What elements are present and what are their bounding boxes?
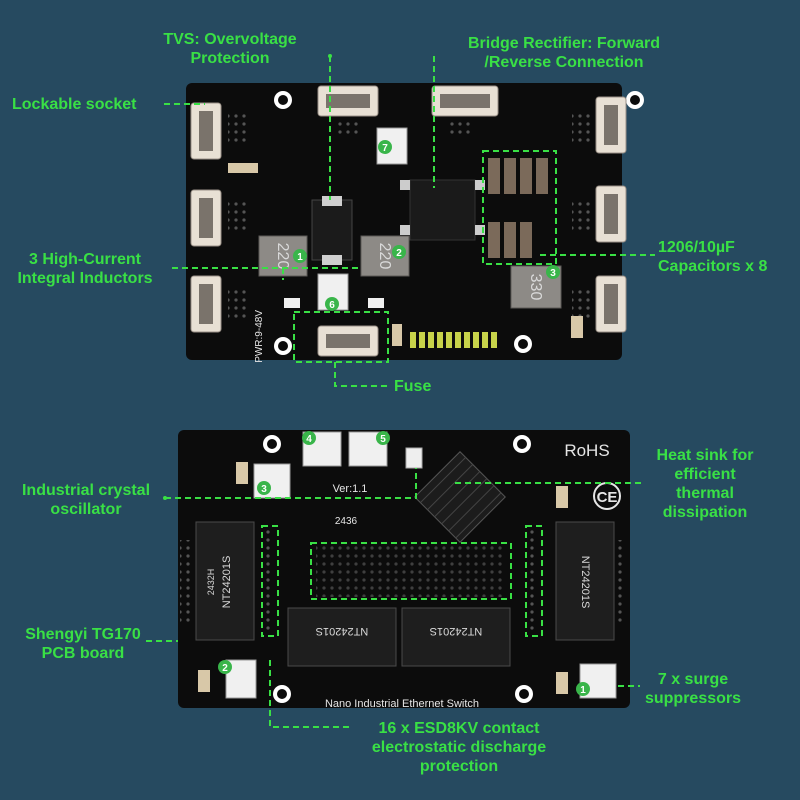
label-pcb: Shengyi TG170 PCB board bbox=[20, 625, 146, 663]
inductor-marking: 220 bbox=[376, 243, 393, 270]
label-line: Shengyi TG170 bbox=[25, 626, 141, 643]
label-line: Capacitors x 8 bbox=[658, 258, 768, 275]
transformer bbox=[195, 521, 615, 667]
label-line: 1206/10µF bbox=[658, 239, 735, 256]
capacitor bbox=[488, 158, 548, 258]
badge-number: 2 bbox=[396, 248, 402, 259]
label-line: 7 x surge bbox=[657, 671, 729, 688]
inductor-marking: 330 bbox=[527, 274, 544, 301]
transformer-date: 2432H bbox=[206, 569, 216, 596]
ce-text: CE bbox=[597, 489, 618, 506]
badge-number: 3 bbox=[550, 268, 556, 279]
label-fuse: Fuse bbox=[394, 377, 431, 396]
top-pcb bbox=[186, 83, 644, 360]
badge-number: 2 bbox=[222, 663, 228, 674]
voltage-silkscreen: PWR:9-48V bbox=[254, 310, 265, 363]
label-lockable-socket: Lockable socket bbox=[12, 95, 137, 114]
badge-number: 1 bbox=[297, 252, 303, 263]
label-line: Integral Inductors bbox=[17, 270, 153, 287]
label-line: suppressors bbox=[644, 690, 742, 707]
label-tvs: TVS: Overvoltage Protection bbox=[150, 30, 310, 68]
label-line: Fuse bbox=[394, 378, 432, 395]
badge-number: 3 bbox=[261, 484, 267, 495]
transformer-marking: NT24201S bbox=[579, 556, 591, 609]
label-line: Bridge Rectifier: Forward bbox=[467, 35, 661, 52]
label-line: Heat sink for bbox=[656, 447, 754, 464]
transformer-marking: NT24201S bbox=[316, 625, 369, 637]
badge-number: 1 bbox=[580, 685, 586, 696]
label-inductors: 3 High-Current Integral Inductors bbox=[0, 250, 170, 288]
transformer-marking: NT24201S bbox=[221, 556, 233, 609]
label-line: protection bbox=[419, 758, 499, 775]
label-line: PCB board bbox=[41, 645, 125, 662]
label-crystal: Industrial crystal oscillator bbox=[6, 481, 166, 519]
label-line: thermal bbox=[676, 485, 734, 502]
badge-number: 4 bbox=[306, 434, 312, 445]
label-line: Industrial crystal bbox=[21, 482, 151, 499]
callout-dots bbox=[163, 54, 332, 500]
badge-number: 7 bbox=[382, 143, 388, 154]
label-esd: 16 x ESD8KV contact electrostatic discha… bbox=[352, 719, 566, 776]
label-line: 3 High-Current bbox=[29, 251, 141, 268]
product-name: Nano Industrial Ethernet Switch bbox=[325, 698, 479, 710]
label-line: /Reverse Connection bbox=[484, 54, 644, 71]
label-line: Lockable socket bbox=[12, 96, 137, 113]
label-line: TVS: Overvoltage bbox=[163, 31, 297, 48]
label-bridge: Bridge Rectifier: Forward /Reverse Conne… bbox=[446, 34, 682, 72]
bridge-rectifier bbox=[409, 179, 476, 241]
label-line: Protection bbox=[190, 50, 270, 67]
label-line: dissipation bbox=[662, 504, 748, 521]
label-line: 16 x ESD8KV contact bbox=[378, 720, 540, 737]
label-line: oscillator bbox=[50, 501, 122, 518]
transformer-marking: NT24201S bbox=[430, 625, 483, 637]
badge bbox=[218, 431, 590, 696]
bottom-pcb bbox=[178, 430, 630, 708]
badge bbox=[293, 140, 560, 311]
date-code: 2436 bbox=[335, 516, 358, 527]
label-line: efficient bbox=[674, 466, 736, 483]
label-line: electrostatic discharge bbox=[371, 739, 547, 756]
version-silkscreen: Ver:1.1 bbox=[333, 483, 368, 495]
badge-number: 5 bbox=[380, 434, 386, 445]
tvs-diode bbox=[311, 199, 353, 261]
label-heat-sink: Heat sink for efficient thermal dissipat… bbox=[646, 446, 764, 522]
label-capacitors: 1206/10µF Capacitors x 8 bbox=[658, 238, 767, 276]
inductor-marking: 220 bbox=[274, 243, 291, 270]
label-surge: 7 x surge suppressors bbox=[634, 670, 752, 708]
badge-number: 6 bbox=[329, 300, 335, 311]
callout-lines bbox=[146, 56, 655, 728]
heat-sink bbox=[414, 451, 506, 543]
rohs-mark: RoHS bbox=[564, 441, 609, 460]
crystal-oscillator bbox=[405, 447, 423, 469]
